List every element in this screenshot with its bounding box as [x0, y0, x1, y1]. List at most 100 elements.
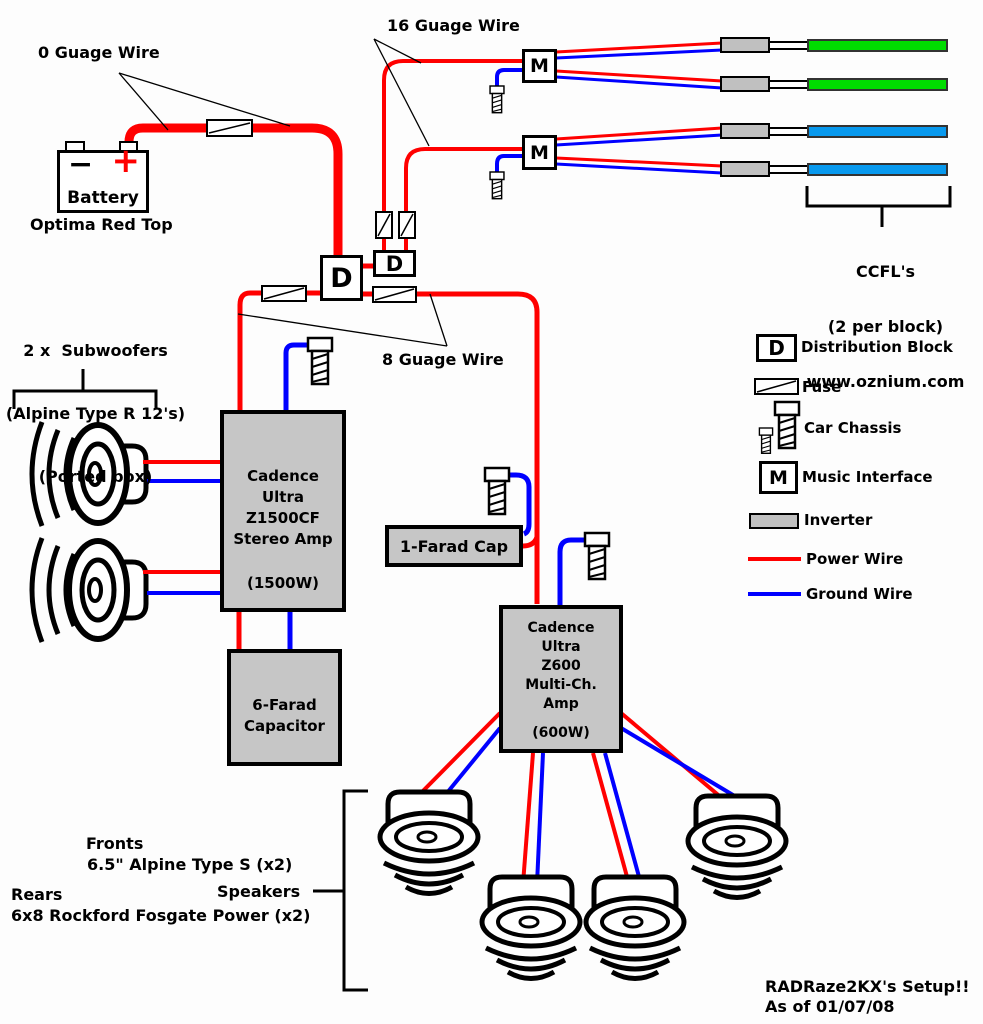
pointer-16g-1 [373, 38, 422, 64]
ccfl-power-4 [555, 156, 723, 168]
music-interface-lower-letter: M [530, 141, 549, 164]
battery-plus-symbol: + [111, 141, 141, 181]
fuse-16g-b [398, 211, 416, 239]
wire-0-gauge [124, 123, 343, 258]
amp-main-box: Cadence Ultra Z1500CF Stereo Amp (1500W) [220, 410, 346, 612]
amp-multi-text: Cadence Ultra Z600 Multi-Ch. Amp [503, 619, 619, 714]
wire-8-gauge-right [360, 291, 540, 604]
label-0-gauge-wire: 0 Guage Wire [38, 43, 160, 62]
subwoofer-caption-line2: (Alpine Type R 12's) [5, 404, 186, 423]
subwoofer-caption-line3: (Ported box) [38, 467, 153, 486]
legend-inverter-label: Inverter [804, 511, 873, 529]
pointer-8g-1 [237, 313, 448, 347]
wire-16-gauge-a [382, 59, 523, 252]
amp-multi-power: (600W) [532, 725, 590, 741]
chassis-bolt-cap1 [483, 466, 511, 516]
label-16-gauge-wire: 16 Guage Wire [387, 16, 520, 35]
out3-power [591, 752, 631, 885]
ccfl-tube-green-1 [807, 39, 948, 52]
distribution-block-main: D [320, 255, 363, 301]
out3-ground [603, 752, 643, 885]
amp-main-power: (1500W) [246, 574, 319, 592]
ground-amp-multi [557, 537, 586, 607]
amp-main-line2: Ultra [261, 488, 304, 506]
battery-subtitle: Optima Red Top [30, 215, 173, 234]
subwoofer-2 [32, 538, 146, 642]
legend-car-chassis-label: Car Chassis [804, 419, 902, 437]
speakers-bracket [313, 789, 368, 992]
out4-power [619, 711, 725, 801]
legend-music-interface-label: Music Interface [802, 468, 933, 486]
ccfl-caption-line2: (2 per block) [827, 316, 944, 336]
distribution-block-secondary-letter: D [385, 251, 404, 276]
rear-speaker-1 [482, 877, 580, 979]
front-speaker-1 [380, 792, 478, 894]
amp-main-text: Cadence Ultra Z1500CF Stereo Amp [224, 466, 342, 550]
ccfl-caption-line3: www.oznium.com [806, 372, 965, 392]
ccfl-ground-2 [555, 75, 723, 90]
amp-multi-line1: Cadence [527, 620, 595, 636]
rears-detail: 6x8 Rockford Fosgate Power (x2) [11, 906, 311, 925]
out1-power [416, 711, 502, 798]
ccfl-bracket [805, 186, 952, 227]
ground-m-upper [495, 68, 523, 86]
cap1-label: 1-Farad Cap [399, 536, 509, 556]
fuse-16g-a [375, 211, 393, 239]
tube-connector-3 [768, 127, 809, 136]
pointer-0g-1 [118, 72, 169, 131]
inverter-4 [720, 161, 770, 177]
ccfl-power-2 [555, 69, 723, 83]
speakers-group-label: Speakers [217, 882, 301, 901]
subwoofer-caption-line1: 2 x Subwoofers [23, 341, 168, 360]
music-interface-lower: M [522, 135, 557, 170]
cap6-text: 6-Farad Capacitor [231, 695, 338, 737]
music-interface-upper-letter: M [530, 55, 549, 77]
ccfl-ground-4 [555, 162, 723, 175]
legend-distribution-block-label: Distribution Block [801, 338, 953, 356]
battery-box: − + Battery [57, 141, 149, 213]
fuse-8g-left [261, 285, 307, 302]
pointer-0g-2 [118, 72, 291, 127]
ccfl-power-3 [555, 126, 723, 141]
legend-fuse-label: Fuse [802, 378, 842, 396]
legend-d-letter: D [768, 336, 785, 360]
legend-fuse-symbol [754, 378, 799, 395]
out1-ground [440, 726, 502, 801]
chassis-bolt-amp-multi [583, 531, 611, 581]
amp-main-line4: Stereo Amp [233, 530, 333, 548]
ground-m-lower [495, 154, 523, 172]
chassis-bolt-m-upper [489, 85, 505, 114]
cap1-box: 1-Farad Cap [385, 525, 523, 567]
tube-connector-4 [768, 165, 809, 174]
legend-m-letter: M [769, 466, 788, 489]
wire-16-gauge-b [404, 147, 523, 252]
distribution-block-main-letter: D [330, 262, 353, 294]
legend-power-wire-label: Power Wire [806, 550, 904, 568]
ccfl-power-1 [555, 41, 723, 54]
ccfl-caption-line1: CCFL's [855, 261, 916, 281]
ccfl-ground-1 [555, 48, 723, 60]
music-interface-upper: M [522, 49, 557, 83]
fronts-title: Fronts [86, 834, 144, 853]
front-speaker-2 [688, 796, 786, 898]
label-8-gauge-wire: 8 Guage Wire [382, 350, 504, 369]
ground-cap1 [509, 472, 532, 537]
brackets [12, 186, 952, 992]
cap6-box: 6-Farad Capacitor [227, 649, 342, 766]
inverter-1 [720, 37, 770, 53]
amp-multi-line2: Ultra [541, 639, 581, 655]
legend-distribution-block-symbol: D [756, 334, 797, 362]
out2-ground [535, 752, 545, 885]
tube-connector-1 [768, 41, 809, 50]
ccfl-tube-blue-2 [807, 163, 948, 176]
legend-music-interface-symbol: M [759, 461, 798, 494]
wire-paths [124, 41, 801, 885]
rears-title: Rears [11, 885, 63, 904]
cap6-line1: 6-Farad [252, 696, 317, 714]
wire-8-gauge-left [237, 290, 322, 412]
fronts-detail: 6.5" Alpine Type S (x2) [87, 855, 293, 874]
out2-power [521, 752, 535, 885]
ccfl-ground-3 [555, 133, 723, 147]
ground-amp-main [283, 342, 309, 412]
